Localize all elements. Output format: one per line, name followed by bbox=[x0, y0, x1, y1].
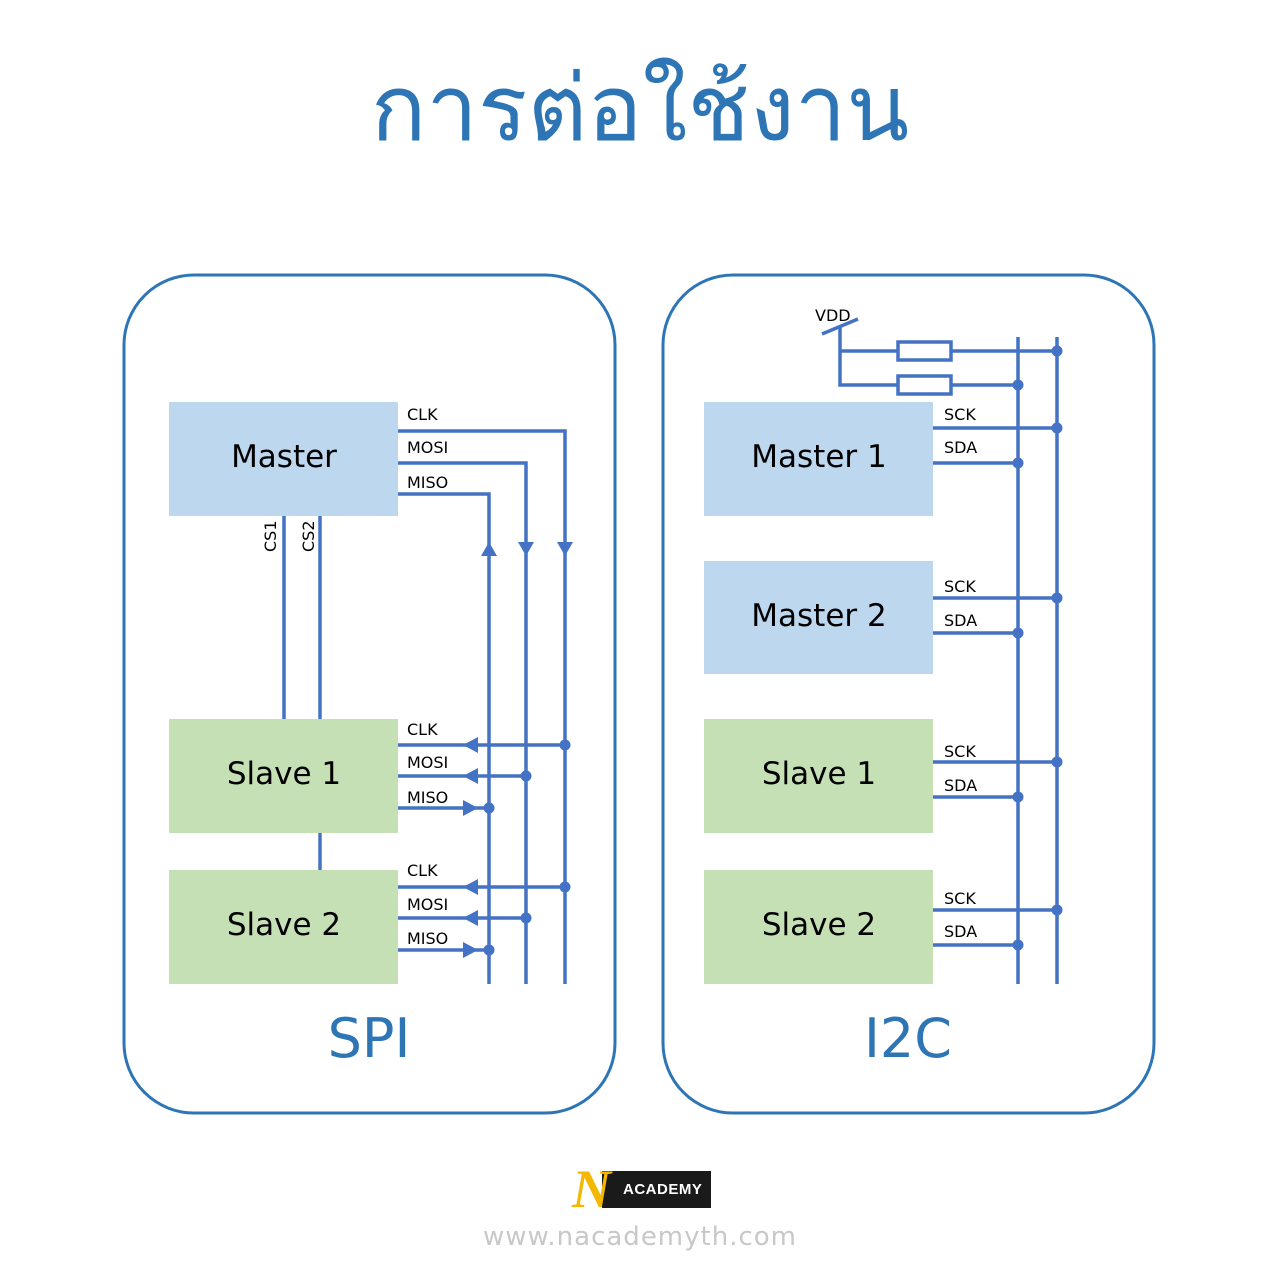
i2c-panel-label: I2C bbox=[864, 1007, 952, 1070]
i2c-slave2-sck-junction bbox=[1051, 904, 1063, 916]
spi-clk-wire bbox=[398, 429, 567, 984]
i2c-master2-sck-junction bbox=[1051, 592, 1063, 604]
i2c-master2-sda-label: SDA bbox=[944, 611, 977, 630]
spi-slave2-clk-label: CLK bbox=[407, 861, 438, 880]
spi-slave1-label: Slave 1 bbox=[227, 756, 341, 792]
spi-slave1-mosi-arrow bbox=[463, 768, 478, 784]
spi-slave2-miso-arrow bbox=[463, 942, 478, 958]
spi-slave1-clk-arrow bbox=[463, 737, 478, 753]
spi-slave1-clk-label: CLK bbox=[407, 720, 438, 739]
i2c-master1-sda-label: SDA bbox=[944, 438, 977, 457]
i2c-panel-border bbox=[661, 273, 1156, 1115]
spi-slave2-label: Slave 2 bbox=[227, 907, 341, 943]
i2c-slave1-label: Slave 1 bbox=[762, 756, 876, 792]
i2c-vdd-label: VDD bbox=[815, 306, 851, 325]
spi-slave1-miso-arrow bbox=[463, 800, 478, 816]
logo-mark: N bbox=[572, 1159, 611, 1219]
page-title: การต่อใช้งาน bbox=[370, 55, 910, 162]
spi-slave2-box bbox=[169, 870, 398, 984]
i2c-master1-sck-label: SCK bbox=[944, 405, 976, 424]
spi-slave1-miso-junction bbox=[483, 802, 495, 814]
spi-slave2-miso-junction bbox=[483, 944, 495, 956]
spi-cs2-label: CS2 bbox=[299, 520, 318, 552]
footer-url: www.nacademyth.com bbox=[483, 1222, 797, 1252]
spi-panel-label: SPI bbox=[328, 1007, 411, 1070]
spi-master-mosi-label: MOSI bbox=[407, 438, 448, 457]
i2c-master1-label: Master 1 bbox=[751, 439, 886, 475]
vdd-rail bbox=[838, 327, 898, 387]
i2c-slave2-sda-junction bbox=[1012, 939, 1024, 951]
vdd-symbol bbox=[821, 317, 859, 336]
spi-slave1-miso-label: MISO bbox=[407, 788, 448, 807]
i2c-master2-sda-junction bbox=[1012, 627, 1024, 639]
i2c-master2-label: Master 2 bbox=[751, 598, 886, 634]
i2c-master1-sda-junction bbox=[1012, 457, 1024, 469]
spi-cs1-label: CS1 bbox=[261, 520, 280, 552]
i2c-slave1-sda-junction bbox=[1012, 791, 1024, 803]
pullup-resistor-sck bbox=[896, 340, 953, 362]
spi-slave2-mosi-junction bbox=[520, 912, 532, 924]
spi-slave1-box bbox=[169, 719, 398, 833]
spi-mosi-arrow bbox=[518, 542, 534, 556]
i2c-panel: VDD Master 1 SCK SDA Master 2 SCK SDA bbox=[661, 273, 1156, 1115]
spi-mosi-wire bbox=[398, 461, 528, 984]
spi-panel: Master Slave 1 Slave 2 CLK MOSI MISO CS1… bbox=[122, 273, 617, 1115]
i2c-slave1-sck-junction bbox=[1051, 756, 1063, 768]
pullup-resistor-sda bbox=[896, 374, 953, 396]
logo-box bbox=[602, 1171, 711, 1208]
i2c-slave1-sda-label: SDA bbox=[944, 776, 977, 795]
spi-slave2-clk-arrow bbox=[463, 879, 478, 895]
spi-panel-border bbox=[122, 273, 617, 1115]
i2c-slave2-label: Slave 2 bbox=[762, 907, 876, 943]
i2c-master1-box bbox=[704, 402, 933, 516]
i2c-master1-sck-junction bbox=[1051, 422, 1063, 434]
spi-miso-arrow bbox=[481, 542, 497, 556]
spi-slave2-miso-label: MISO bbox=[407, 929, 448, 948]
logo-text: ACADEMY bbox=[623, 1181, 703, 1198]
i2c-master2-sck-label: SCK bbox=[944, 577, 976, 596]
i2c-slave2-sda-label: SDA bbox=[944, 922, 977, 941]
spi-slave2-mosi-label: MOSI bbox=[407, 895, 448, 914]
spi-slave1-clk-junction bbox=[559, 739, 571, 751]
spi-slave1-mosi-junction bbox=[520, 770, 532, 782]
spi-master-clk-label: CLK bbox=[407, 405, 438, 424]
spi-slave2-mosi-arrow bbox=[463, 910, 478, 926]
i2c-slave2-box bbox=[704, 870, 933, 984]
i2c-master2-box bbox=[704, 561, 933, 674]
spi-master-label: Master bbox=[231, 439, 337, 475]
i2c-slave2-sck-label: SCK bbox=[944, 889, 976, 908]
spi-master-miso-label: MISO bbox=[407, 473, 448, 492]
spi-master-box bbox=[169, 402, 398, 516]
i2c-slave1-box bbox=[704, 719, 933, 833]
i2c-slave1-sck-label: SCK bbox=[944, 742, 976, 761]
spi-slave1-mosi-label: MOSI bbox=[407, 753, 448, 772]
nacademy-logo: N ACADEMY bbox=[572, 1162, 712, 1216]
spi-miso-wire bbox=[398, 492, 491, 984]
spi-slave2-clk-junction bbox=[559, 881, 571, 893]
spi-clk-arrow bbox=[557, 542, 573, 556]
